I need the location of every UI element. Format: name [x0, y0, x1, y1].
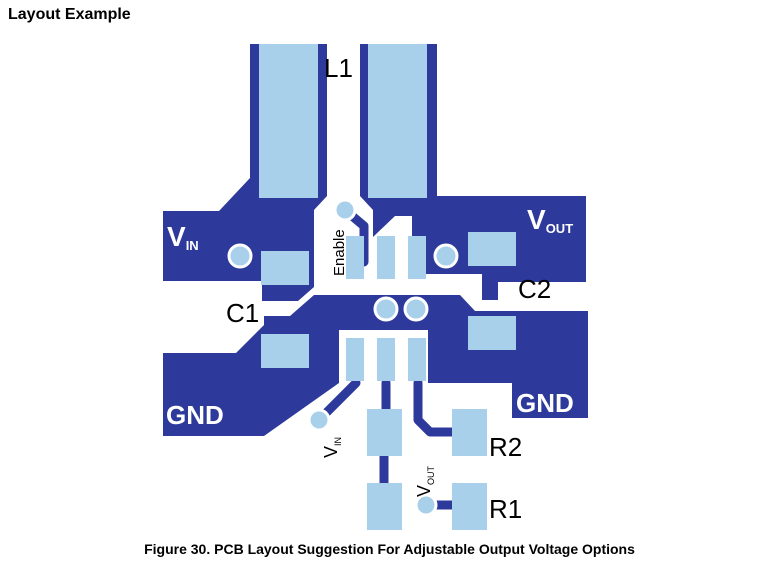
- label-r1: R1: [489, 494, 522, 524]
- ic-pad-top-3: [408, 236, 426, 279]
- vias: [227, 198, 459, 517]
- label-r2: R2: [489, 432, 522, 462]
- via-vout-ext: [414, 493, 438, 517]
- label-c2: C2: [518, 274, 551, 304]
- label-vout-rot-sub: OUT: [426, 465, 436, 485]
- trace-vout-r2: [413, 378, 460, 437]
- via-vout: [433, 243, 459, 269]
- via-vin: [227, 243, 253, 269]
- label-vin: VIN: [167, 221, 199, 253]
- label-enable: Enable: [331, 229, 348, 276]
- ic-pad-top-1: [346, 236, 364, 279]
- label-vout-rotated: VOUT: [414, 465, 436, 497]
- l1-pad-left: [259, 44, 318, 198]
- pads: [259, 44, 516, 530]
- label-vin-sub: IN: [186, 238, 199, 253]
- r2-pad-top: [367, 409, 402, 456]
- label-vout-main: V: [527, 204, 546, 235]
- ic-pad-bottom-2: [377, 338, 395, 381]
- c1-pad-bottom: [261, 334, 309, 368]
- ic-pad-bottom-3: [408, 338, 426, 381]
- label-vin-rot-sub: IN: [333, 437, 343, 446]
- r1-pad-left: [367, 483, 402, 530]
- c2-pad-bottom: [468, 316, 516, 350]
- via-gnd-1: [373, 296, 399, 322]
- figure-caption: Figure 30. PCB Layout Suggestion For Adj…: [144, 541, 635, 557]
- section-title: Layout Example: [8, 6, 131, 23]
- label-gnd-left: GND: [166, 400, 224, 430]
- via-vin-ext: [307, 408, 331, 432]
- ic-pad-bottom-1: [346, 338, 364, 381]
- ic-pad-top-2: [377, 236, 395, 279]
- l1-pad-right: [368, 44, 427, 198]
- label-vin-rotated: VIN: [321, 437, 343, 458]
- r2-pad-right: [452, 409, 487, 456]
- r1-pad-right: [452, 483, 487, 530]
- c2-pad-top: [468, 232, 516, 266]
- label-vin-main: V: [167, 221, 186, 252]
- via-gnd-2: [403, 296, 429, 322]
- label-l1: L1: [324, 53, 353, 83]
- label-vout: VOUT: [527, 204, 573, 236]
- c1-pad-top: [261, 251, 309, 285]
- label-gnd-right: GND: [516, 388, 574, 418]
- label-vout-rot-main: V: [414, 485, 434, 497]
- via-enable: [333, 198, 357, 222]
- label-c1: C1: [226, 298, 259, 328]
- label-vout-sub: OUT: [546, 221, 574, 236]
- label-vin-rot-main: V: [321, 446, 341, 458]
